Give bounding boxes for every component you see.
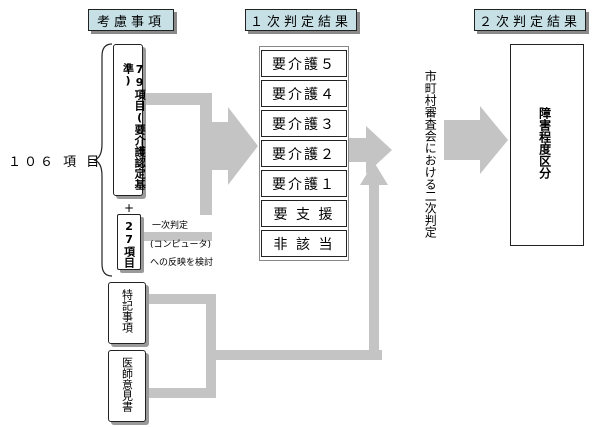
level-row: 要介護４: [261, 80, 347, 107]
arrow-first-to-review: [348, 126, 392, 174]
doctor-opinion-label: 医師意見書: [120, 357, 134, 412]
brace-icon: [93, 43, 113, 277]
special-notes-label: 特記事項: [120, 289, 134, 333]
header-second-judgment: ２次判定結果: [474, 9, 586, 31]
connector-27: [141, 232, 212, 241]
connector-special: [146, 294, 206, 304]
items-27-box: 27項目: [117, 214, 141, 270]
result-box: 障害程度区分: [510, 44, 584, 246]
connector-doctor: [146, 388, 206, 398]
arrow-review-to-result: [444, 106, 508, 174]
special-notes-box: 特記事項: [108, 282, 146, 344]
note-reflection: への反映を検討: [150, 258, 214, 268]
doctor-opinion-box: 医師意見書: [108, 350, 146, 422]
note-first-judgment: 一次判定: [152, 221, 189, 231]
header-first-judgment: １次判定結果: [245, 9, 357, 31]
municipal-review-label: 市町村審査会における二次判定: [423, 70, 438, 238]
arrow-79-to-first: [146, 93, 258, 215]
level-row: 要介護３: [261, 110, 347, 137]
items-79-box: 79項目(要介護認定基準): [113, 44, 147, 196]
level-row: 要介護１: [261, 170, 347, 197]
items-27-label: 27項目: [122, 220, 136, 268]
items-79-label: 79項目(要介護認定基準): [121, 63, 147, 190]
plus-sign: +: [124, 201, 135, 215]
arrow-up-to-review: [360, 162, 388, 360]
result-label: 障害程度区分: [537, 107, 552, 179]
level-row: 非 該 当: [261, 230, 347, 257]
connector-vertical: [206, 294, 216, 398]
total-items-label: １０６ 項 目: [8, 155, 103, 170]
header-factors: 考慮事項: [88, 9, 174, 31]
level-row: 要 支 援: [261, 200, 347, 227]
level-row: 要介護５: [261, 50, 347, 77]
note-computer: (コンピュータ): [150, 240, 212, 250]
connector-horizontal: [206, 350, 382, 360]
level-row: 要介護２: [261, 140, 347, 167]
